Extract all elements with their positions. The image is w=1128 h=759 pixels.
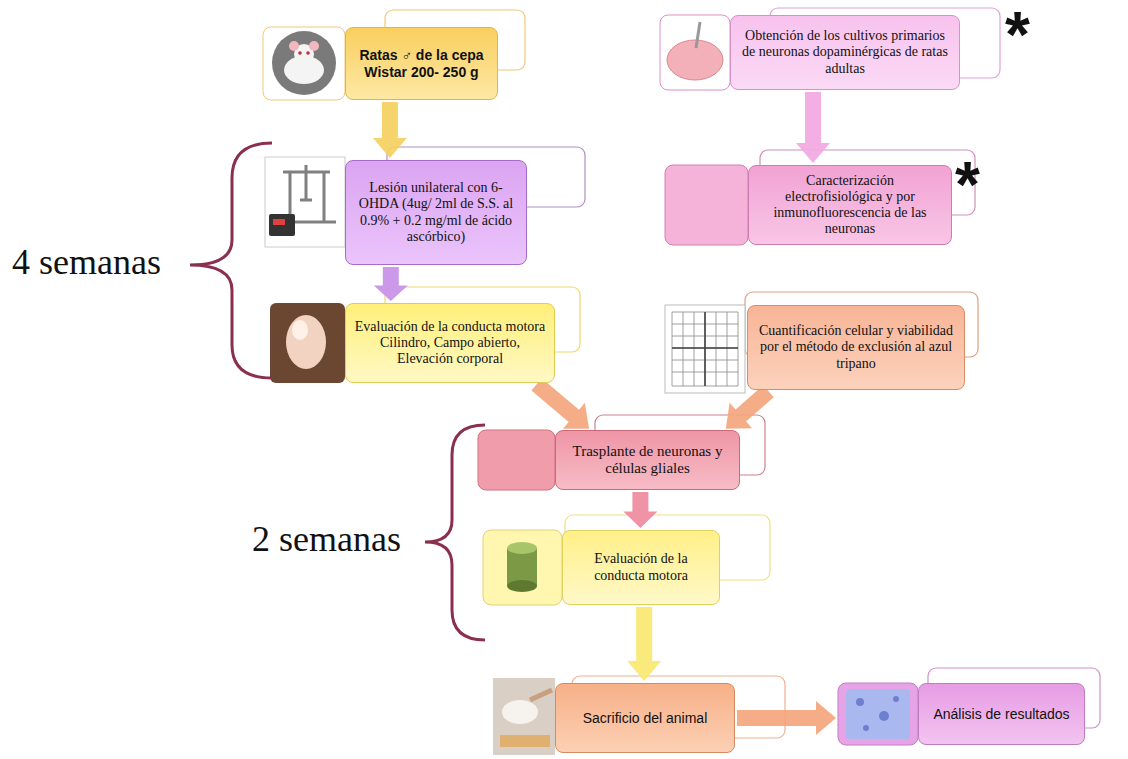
micrograph-icon bbox=[856, 698, 864, 706]
photo-icon bbox=[493, 678, 555, 755]
process-box: Ratas ♂ de la cepa Wistar 200- 250 g bbox=[345, 27, 498, 100]
photo-icon bbox=[292, 320, 308, 340]
asterisk-mark: * bbox=[955, 150, 980, 220]
process-node: Análisis de resultados bbox=[838, 683, 1085, 745]
photo-icon bbox=[530, 690, 552, 700]
icon-frame bbox=[263, 27, 345, 100]
block-arrow bbox=[374, 267, 408, 301]
cylinder-icon bbox=[507, 580, 537, 592]
box-text: Lesión unilateral con 6-OHDA (4ug/ 2ml d… bbox=[354, 180, 518, 244]
box-text: Sacrificio del animal bbox=[583, 710, 708, 726]
process-box: Evaluación de la conducta motora bbox=[562, 530, 720, 605]
rat-icon bbox=[298, 51, 302, 55]
process-box: Lesión unilateral con 6-OHDA (4ug/ 2ml d… bbox=[345, 160, 527, 265]
process-node: Cuantificación celular y viabilidad por … bbox=[665, 305, 965, 390]
process-box: Trasplante de neuronas y células gliales bbox=[555, 430, 740, 490]
block-arrow bbox=[531, 378, 589, 429]
box-text: Ratas ♂ de la cepa Wistar 200- 250 g bbox=[354, 47, 489, 79]
process-node: Caracterización electrofisiológica y por… bbox=[665, 165, 952, 245]
block-arrow bbox=[373, 102, 407, 158]
stereotaxic-icon bbox=[269, 214, 295, 236]
micrograph-icon bbox=[893, 696, 899, 702]
block-arrow bbox=[796, 92, 830, 163]
petri-icon bbox=[696, 22, 700, 48]
photo-icon bbox=[502, 700, 538, 724]
micrograph-icon bbox=[879, 711, 889, 721]
box-text: Trasplante de neuronas y células gliales bbox=[564, 443, 731, 478]
rat-icon bbox=[306, 51, 310, 55]
process-box: Análisis de resultados bbox=[918, 683, 1085, 745]
box-text: Evaluación de la conducta motora bbox=[571, 551, 711, 583]
duration-label: 2 semanas bbox=[252, 520, 401, 560]
process-box: Sacrificio del animal bbox=[555, 683, 735, 753]
icon-frame bbox=[660, 15, 730, 90]
stereotaxic-icon bbox=[273, 219, 285, 225]
process-node: Evaluación de la conducta motora bbox=[483, 530, 720, 605]
icon-frame bbox=[265, 157, 345, 247]
process-node: Evaluación de la conducta motora Cilindr… bbox=[270, 303, 555, 383]
process-box: Cuantificación celular y viabilidad por … bbox=[747, 305, 965, 390]
process-node: Obtención de los cultivos primarios de n… bbox=[660, 15, 960, 90]
block-arrow bbox=[623, 492, 657, 528]
box-text: Obtención de los cultivos primarios de n… bbox=[739, 28, 951, 76]
block-arrow bbox=[726, 385, 774, 428]
icon-box bbox=[665, 165, 748, 245]
icon-box bbox=[838, 683, 918, 745]
icon-box bbox=[478, 430, 555, 490]
rat-icon bbox=[289, 41, 299, 51]
icon-box bbox=[483, 530, 562, 605]
grid-icon bbox=[672, 312, 738, 386]
cylinder-icon bbox=[507, 542, 537, 554]
process-box: Caracterización electrofisiológica y por… bbox=[748, 165, 952, 245]
rat-icon bbox=[309, 41, 319, 51]
process-node: Lesión unilateral con 6-OHDA (4ug/ 2ml d… bbox=[265, 160, 527, 265]
block-arrow bbox=[627, 607, 661, 681]
bracket bbox=[190, 143, 272, 378]
box-text: Evaluación de la conducta motora Cilindr… bbox=[354, 319, 546, 367]
asterisk-mark: * bbox=[1005, 0, 1030, 70]
process-node: Trasplante de neuronas y células gliales bbox=[478, 430, 740, 490]
photo-icon bbox=[286, 315, 326, 369]
photo-icon bbox=[500, 735, 550, 747]
duration-label: 4 semanas bbox=[12, 243, 161, 283]
process-box: Obtención de los cultivos primarios de n… bbox=[730, 15, 960, 90]
grid-icon bbox=[672, 312, 738, 386]
block-arrow bbox=[737, 701, 836, 735]
box-text: Cuantificación celular y viabilidad por … bbox=[756, 323, 956, 371]
process-box: Evaluación de la conducta motora Cilindr… bbox=[345, 303, 555, 383]
process-node: Sacrificio del animal bbox=[493, 683, 735, 753]
micrograph-icon bbox=[846, 689, 910, 739]
process-node: Ratas ♂ de la cepa Wistar 200- 250 g bbox=[263, 27, 498, 100]
rat-icon bbox=[272, 31, 336, 95]
box-text: Análisis de resultados bbox=[933, 706, 1069, 722]
photo-icon bbox=[270, 303, 345, 383]
icon-frame bbox=[665, 305, 745, 393]
box-text: Caracterización electrofisiológica y por… bbox=[757, 173, 943, 237]
micrograph-icon bbox=[863, 725, 869, 731]
bracket bbox=[425, 425, 485, 640]
